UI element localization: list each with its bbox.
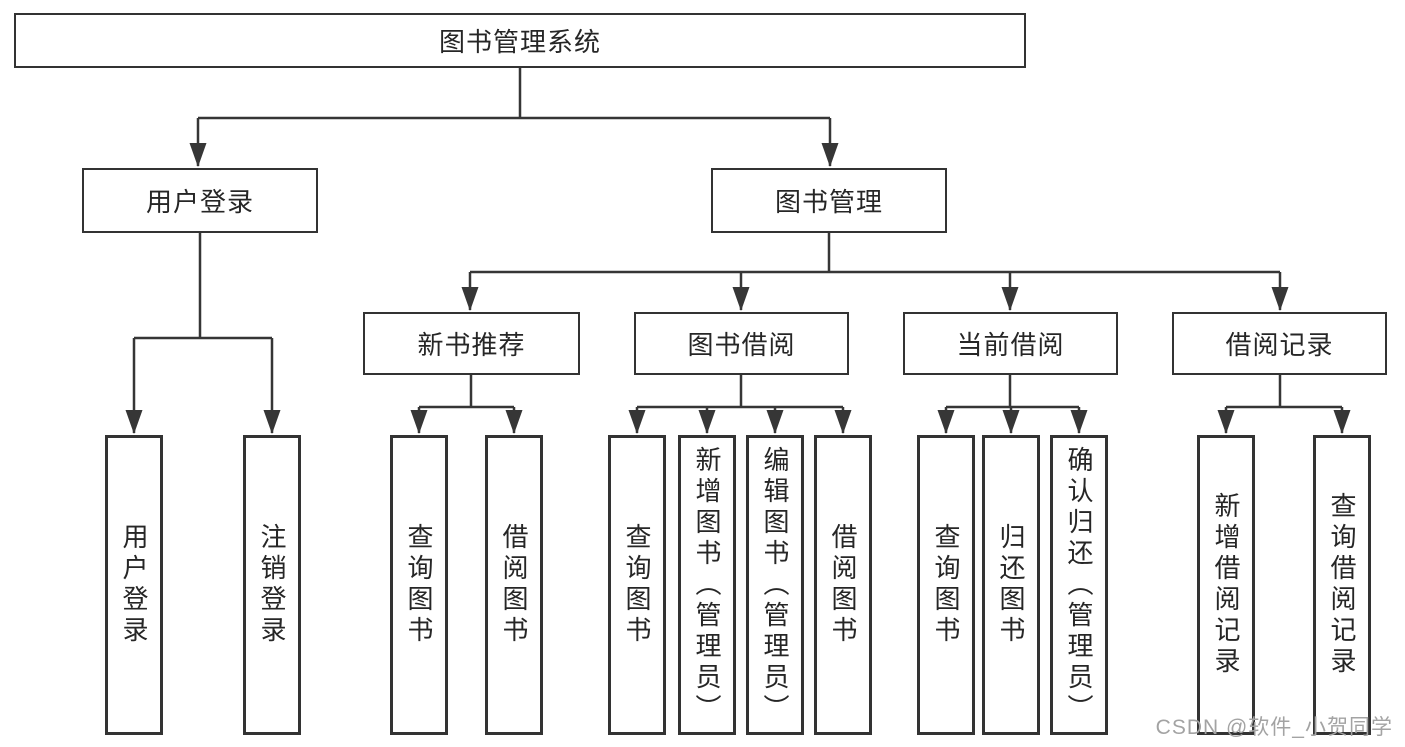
leaf-user-login-label: 用户登录 xyxy=(119,523,149,647)
node-book-borrowing: 图书借阅 xyxy=(634,312,849,375)
node-borrowing-records: 借阅记录 xyxy=(1172,312,1387,375)
leaf-borrowing-query-books: 查询图书 xyxy=(608,435,666,735)
leaf-current-query-books-label: 查询图书 xyxy=(931,523,961,647)
leaf-records-query-borrow-record: 查询借阅记录 xyxy=(1313,435,1371,735)
csdn-watermark: CSDN @软件_小贺同学 xyxy=(1155,716,1393,739)
leaf-records-add-borrow-record-label: 新增借阅记录 xyxy=(1211,492,1241,678)
leaf-newbook-query-books: 查询图书 xyxy=(390,435,448,735)
leaf-newbook-query-books-label: 查询图书 xyxy=(404,523,434,647)
leaf-current-confirm-return-admin-label: 确认归还（管理员） xyxy=(1064,445,1094,725)
leaf-current-confirm-return-admin: 确认归还（管理员） xyxy=(1050,435,1108,735)
leaf-newbook-borrow-books: 借阅图书 xyxy=(485,435,543,735)
node-book-management: 图书管理 xyxy=(711,168,947,233)
leaf-borrowing-add-books-admin-label: 新增图书（管理员） xyxy=(692,445,722,725)
leaf-logout-login-label: 注销登录 xyxy=(257,523,287,647)
leaf-borrowing-edit-books-admin: 编辑图书（管理员） xyxy=(746,435,804,735)
node-new-book-recommend: 新书推荐 xyxy=(363,312,580,375)
node-current-borrowing: 当前借阅 xyxy=(903,312,1118,375)
leaf-user-login: 用户登录 xyxy=(105,435,163,735)
leaf-borrowing-add-books-admin: 新增图书（管理员） xyxy=(678,435,736,735)
leaf-records-add-borrow-record: 新增借阅记录 xyxy=(1197,435,1255,735)
leaf-borrowing-borrow-books-label: 借阅图书 xyxy=(828,523,858,647)
leaf-records-query-borrow-record-label: 查询借阅记录 xyxy=(1327,492,1357,678)
leaf-logout-login: 注销登录 xyxy=(243,435,301,735)
connector-trunks xyxy=(134,68,1342,409)
node-user-login: 用户登录 xyxy=(82,168,318,233)
leaf-current-return-books-label: 归还图书 xyxy=(996,523,1026,647)
leaf-borrowing-query-books-label: 查询图书 xyxy=(622,523,652,647)
leaf-borrowing-borrow-books: 借阅图书 xyxy=(814,435,872,735)
leaf-current-query-books: 查询图书 xyxy=(917,435,975,735)
leaf-current-return-books: 归还图书 xyxy=(982,435,1040,735)
node-library-management-system: 图书管理系统 xyxy=(14,13,1026,68)
connector-arrows xyxy=(125,118,1351,434)
leaf-newbook-borrow-books-label: 借阅图书 xyxy=(499,523,529,647)
leaf-borrowing-edit-books-admin-label: 编辑图书（管理员） xyxy=(760,445,790,725)
